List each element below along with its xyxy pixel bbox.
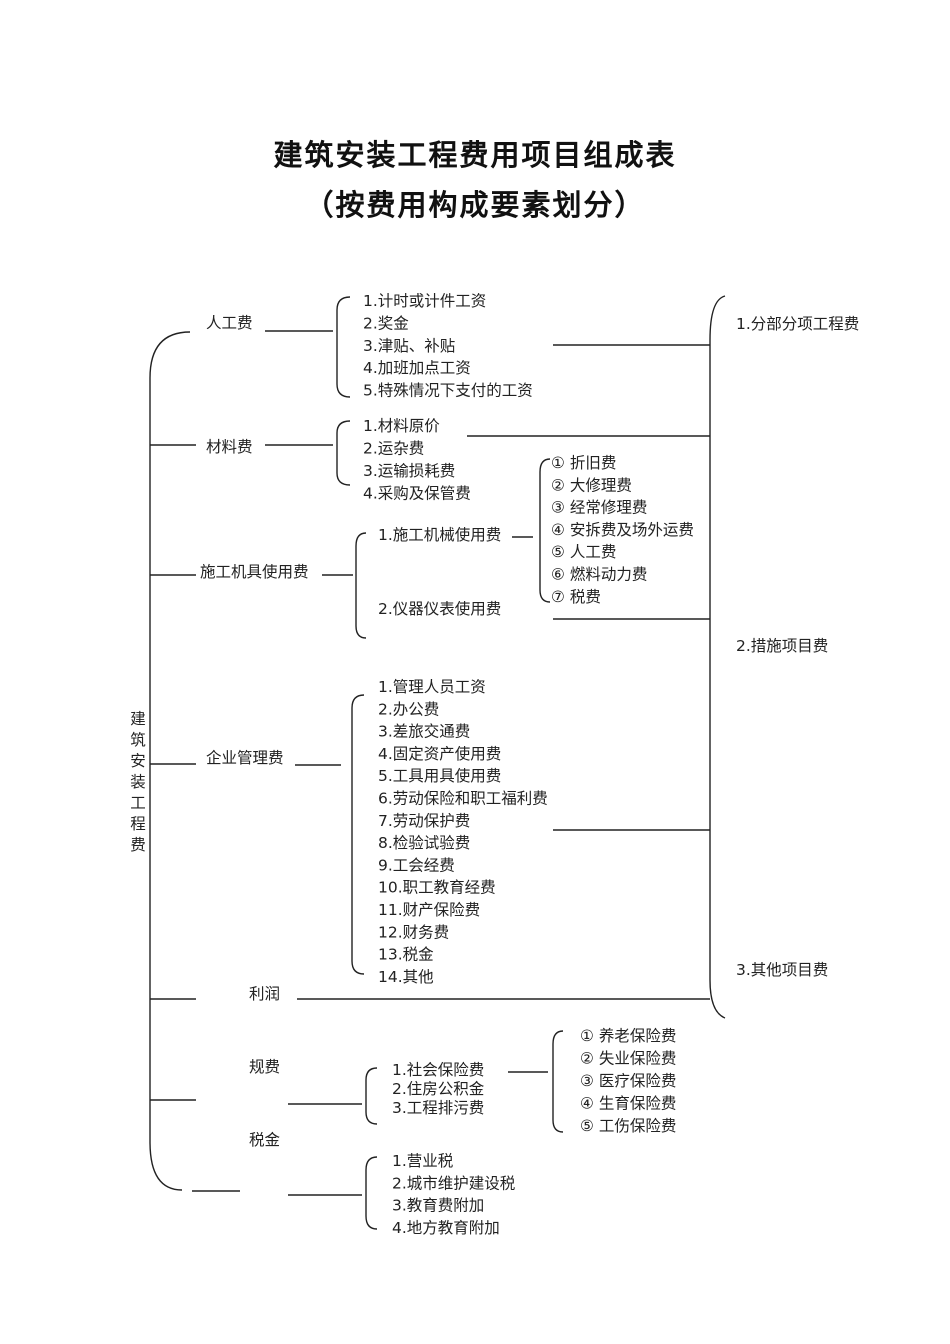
item-machine-sub: ④ 安拆费及场外运费 [551, 521, 694, 539]
root-char: 筑 [130, 731, 146, 749]
item-management: 6.劳动保险和职工福利费 [378, 790, 548, 808]
item-list-tax: 1.营业税 2.城市维护建设税 3.教育费附加 4.地方教育附加 [392, 1152, 515, 1237]
root-char: 费 [130, 836, 146, 854]
item-tax: 2.城市维护建设税 [392, 1174, 515, 1192]
item-management: 1.管理人员工资 [378, 678, 486, 696]
category-label-fees: 规费 [249, 1058, 280, 1076]
page-subtitle: （按费用构成要素划分） [304, 188, 646, 222]
brace-labor [336, 296, 351, 398]
item-fees: 2.住房公积金 [392, 1080, 485, 1098]
page-title: 建筑安装工程费用项目组成表 [273, 138, 677, 172]
brace-management [351, 694, 365, 975]
brace-machine [355, 532, 367, 639]
root-char: 工 [130, 794, 146, 812]
item-fees-sub: ④ 生育保险费 [580, 1095, 676, 1113]
item-labor: 3.津贴、补贴 [363, 337, 455, 355]
item-material: 1.材料原价 [363, 417, 440, 435]
item-labor: 2.奖金 [363, 314, 409, 332]
brace-fees-sub [552, 1030, 564, 1133]
item-tax: 4.地方教育附加 [392, 1219, 500, 1237]
item-material: 3.运输损耗费 [363, 462, 455, 480]
item-tax: 1.营业税 [392, 1152, 453, 1170]
item-tax: 3.教育费附加 [392, 1197, 484, 1215]
item-management: 9.工会经费 [378, 856, 455, 874]
item-labor: 5.特殊情况下支付的工资 [363, 382, 533, 400]
item-management: 10.职工教育经费 [378, 879, 496, 897]
item-management: 11.财产保险费 [378, 901, 480, 919]
right-label-3: 3.其他项目费 [736, 961, 828, 979]
root-char: 建 [130, 710, 146, 728]
item-management: 2.办公费 [378, 700, 439, 718]
root-label: 建 筑 安 装 工 程 费 [130, 710, 146, 854]
brace-machine-sub [539, 458, 551, 603]
item-machine-sub: ① 折旧费 [551, 454, 616, 472]
item-labor: 4.加班加点工资 [363, 359, 471, 377]
category-label-machine: 施工机具使用费 [200, 563, 309, 581]
right-brace [709, 295, 726, 1019]
sub-item-list-machine: ① 折旧费 ② 大修理费 ③ 经常修理费 ④ 安拆费及场外运费 ⑤ 人工费 ⑥ 燃料动力费… [551, 454, 694, 606]
item-material: 2.运杂费 [363, 440, 424, 458]
sub-item-list-fees: ① 养老保险费 ② 失业保险费 ③ 医疗保险费 ④ 生育保险费 ⑤ 工伤保险费 [580, 1027, 676, 1135]
item-management: 14.其他 [378, 968, 434, 986]
brace-material [336, 420, 351, 486]
item-fees: 1.社会保险费 [392, 1061, 484, 1079]
item-fees: 3.工程排污费 [392, 1099, 484, 1117]
item-machine-sub: ③ 经常修理费 [551, 499, 647, 517]
item-management: 12.财务费 [378, 923, 449, 941]
item-list-machine: 1.施工机械使用费 2.仪器仪表使用费 [378, 526, 501, 618]
item-management: 13.税金 [378, 946, 434, 964]
root-char: 安 [130, 752, 146, 770]
category-label-profit: 利润 [249, 985, 280, 1003]
item-fees-sub: ③ 医疗保险费 [580, 1072, 676, 1090]
right-label-2: 2.措施项目费 [736, 637, 828, 655]
item-fees-sub: ⑤ 工伤保险费 [580, 1117, 676, 1135]
root-char: 装 [130, 773, 146, 791]
category-label-labor: 人工费 [206, 314, 253, 332]
item-management: 5.工具用具使用费 [378, 767, 501, 785]
category-label-tax: 税金 [249, 1131, 281, 1149]
brace-fees [365, 1067, 378, 1125]
item-fees-sub: ② 失业保险费 [580, 1050, 676, 1068]
item-labor: 1.计时或计件工资 [363, 292, 486, 310]
item-list-labor: 1.计时或计件工资 2.奖金 3.津贴、补贴 4.加班加点工资 5.特殊情况下支付的工资 [363, 292, 533, 400]
item-list-management: 1.管理人员工资 2.办公费 3.差旅交通费 4.固定资产使用费 5.工具用具使用费 6.… [378, 678, 548, 986]
item-management: 8.检验试验费 [378, 834, 470, 852]
item-machine-sub: ⑤ 人工费 [551, 543, 616, 561]
item-material: 4.采购及保管费 [363, 485, 471, 503]
root-brace [149, 331, 191, 1191]
right-label-1: 1.分部分项工程费 [736, 315, 859, 333]
brace-tax [365, 1156, 378, 1230]
item-management: 7.劳动保护费 [378, 812, 470, 830]
category-label-material: 材料费 [206, 438, 253, 456]
item-management: 4.固定资产使用费 [378, 745, 501, 763]
item-machine-sub: ⑦ 税费 [551, 588, 601, 606]
category-label-management: 企业管理费 [206, 749, 284, 767]
item-machine-sub: ⑥ 燃料动力费 [551, 566, 647, 584]
item-management: 3.差旅交通费 [378, 723, 470, 741]
item-machine-sub: ② 大修理费 [551, 476, 632, 494]
item-list-material: 1.材料原价 2.运杂费 3.运输损耗费 4.采购及保管费 [363, 417, 471, 503]
root-char: 程 [130, 815, 146, 833]
item-fees-sub: ① 养老保险费 [580, 1027, 676, 1045]
item-machine: 1.施工机械使用费 [378, 526, 501, 544]
item-machine: 2.仪器仪表使用费 [378, 600, 501, 618]
